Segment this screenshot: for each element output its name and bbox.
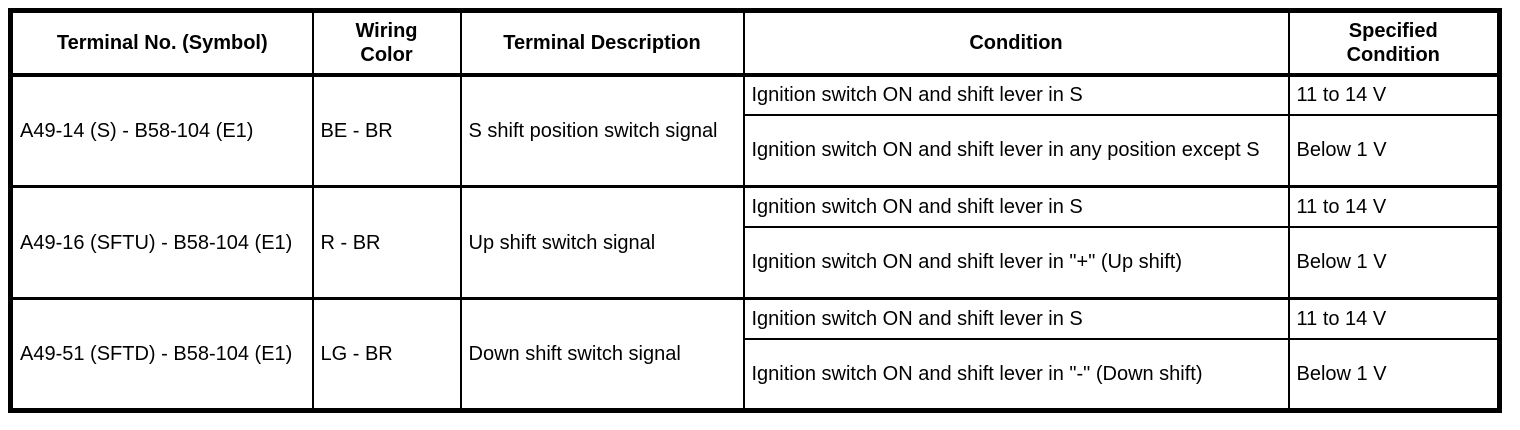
table-row: Ignition switch ON and shift lever in "+… — [11, 225, 1501, 300]
cell-wiring-color: BE - BR — [311, 73, 462, 188]
terminal-check-table: Terminal No. (Symbol) Wiring Color Termi… — [8, 8, 1502, 413]
cell-terminal-description: S shift position switch signal — [459, 73, 745, 188]
cell-terminal-description: Up shift switch signal — [459, 185, 745, 300]
cell-terminal-description: Down shift switch signal — [459, 297, 745, 412]
cell-terminal-no: A49-14 (S) - B58-104 (E1) — [9, 73, 314, 188]
cell-condition: Ignition switch ON and shift lever in S — [742, 185, 1290, 228]
col-header-specified-condition: Specified Condition — [1287, 9, 1501, 77]
cell-condition: Ignition switch ON and shift lever in S — [742, 297, 1290, 340]
cell-specified-condition: 11 to 14 V — [1287, 185, 1501, 228]
cell-specified-condition: Below 1 V — [1287, 225, 1501, 300]
col-header-terminal-no: Terminal No. (Symbol) — [9, 9, 314, 77]
cell-wiring-color: LG - BR — [311, 297, 462, 412]
cell-condition: Ignition switch ON and shift lever in an… — [742, 113, 1290, 188]
table-row: A49-16 (SFTU) - B58-104 (E1) R - BR Up s… — [9, 185, 1501, 300]
table-row: Ignition switch ON and shift lever in an… — [11, 113, 1501, 188]
cell-specified-condition: 11 to 14 V — [1287, 73, 1501, 116]
table-row: A49-51 (SFTD) - B58-104 (E1) LG - BR Dow… — [9, 297, 1501, 412]
table-row: A49-14 (S) - B58-104 (E1) BE - BR S shif… — [9, 73, 1501, 188]
table-header: Terminal No. (Symbol) Wiring Color Termi… — [9, 9, 1501, 77]
col-header-terminal-description: Terminal Description — [459, 9, 745, 77]
header-row: Terminal No. (Symbol) Wiring Color Termi… — [9, 9, 1501, 77]
cell-specified-condition: 11 to 14 V — [1287, 297, 1501, 340]
cell-wiring-color: R - BR — [311, 185, 462, 300]
cell-condition: Ignition switch ON and shift lever in "-… — [742, 337, 1290, 412]
cell-condition: Ignition switch ON and shift lever in "+… — [742, 225, 1290, 300]
cell-condition: Ignition switch ON and shift lever in S — [742, 73, 1290, 116]
col-header-wiring-color: Wiring Color — [311, 9, 462, 77]
table-body: A49-14 (S) - B58-104 (E1) BE - BR S shif… — [9, 73, 1501, 412]
cell-specified-condition: Below 1 V — [1287, 113, 1501, 188]
cell-specified-condition: Below 1 V — [1287, 337, 1501, 412]
col-header-condition: Condition — [742, 9, 1290, 77]
cell-terminal-no: A49-51 (SFTD) - B58-104 (E1) — [9, 297, 314, 412]
cell-terminal-no: A49-16 (SFTU) - B58-104 (E1) — [9, 185, 314, 300]
table-row: Ignition switch ON and shift lever in "-… — [11, 337, 1501, 412]
